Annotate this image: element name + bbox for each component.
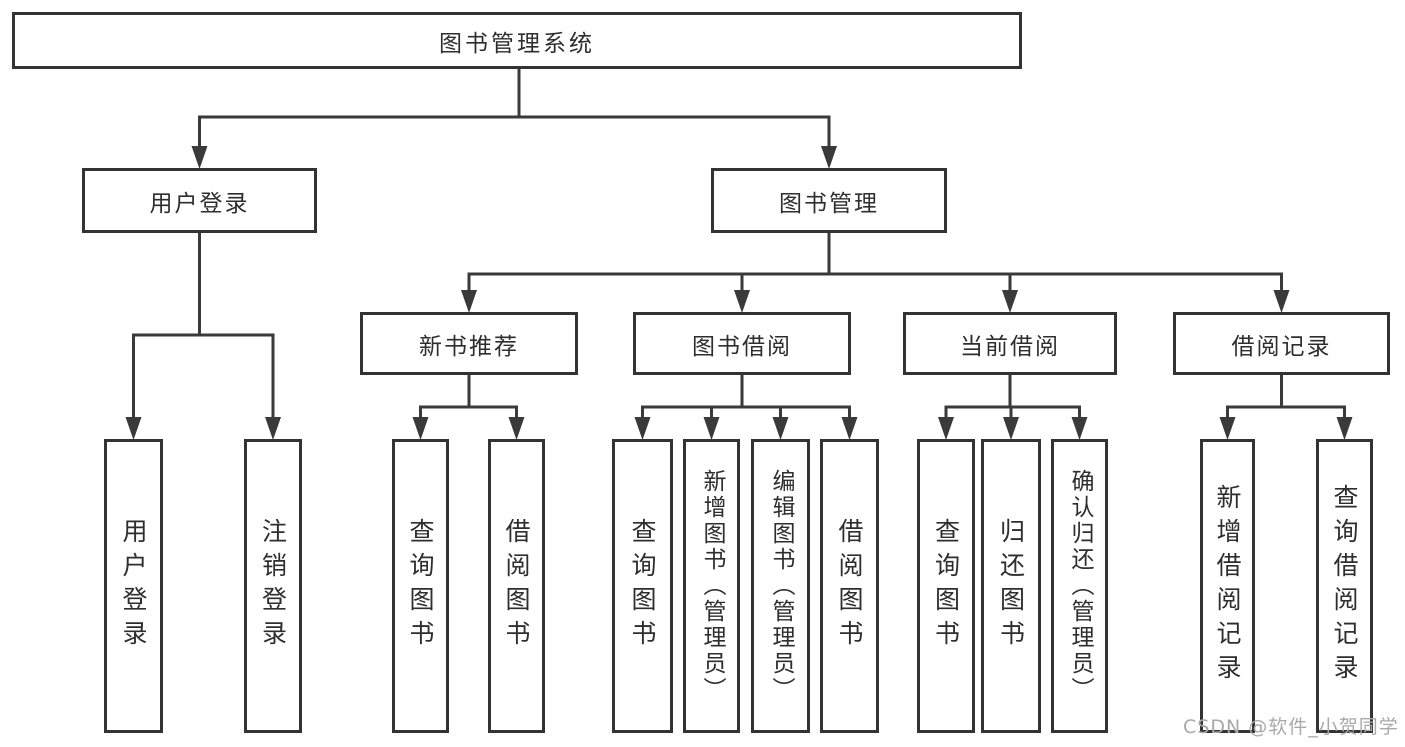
leaf-bb-edit-books-admin: 编辑图书（管理员） — [751, 439, 810, 733]
leaf-nbr-query-books: 查询图书 — [392, 439, 449, 733]
leaf-logout: 注销登录 — [244, 439, 302, 733]
watermark: CSDN @软件_小贺同学 — [1183, 716, 1399, 738]
connector-book-management-children — [461, 233, 1290, 313]
leaf-bb-add-books-admin: 新增图书（管理员） — [683, 439, 740, 733]
leaf-bb-query-books: 查询图书 — [612, 439, 673, 733]
node-book-borrowing: 图书借阅 — [633, 312, 851, 375]
leaf-cb-query-books: 查询图书 — [917, 439, 975, 733]
leaf-cb-confirm-return-admin: 确认归还（管理员） — [1051, 439, 1108, 733]
connector-borrowing-records-children — [1219, 375, 1353, 440]
connector-user-login-children — [125, 232, 281, 440]
connector-book-borrowing-children — [634, 375, 858, 440]
connector-new-book-recommend-children — [412, 375, 525, 440]
leaf-nbr-borrow-books: 借阅图书 — [488, 439, 545, 733]
leaf-bb-borrow-books: 借阅图书 — [820, 439, 879, 733]
connector-root-to-level2 — [191, 68, 837, 169]
node-borrowing-records: 借阅记录 — [1173, 312, 1390, 375]
leaf-user-login: 用户登录 — [104, 439, 163, 733]
node-book-management: 图书管理 — [711, 168, 947, 233]
connector-current-borrowing-children — [938, 375, 1088, 440]
leaf-cb-return-books: 归还图书 — [981, 439, 1041, 733]
leaf-br-query-record: 查询借阅记录 — [1316, 439, 1373, 733]
node-user-login: 用户登录 — [82, 168, 317, 233]
node-new-book-recommend: 新书推荐 — [360, 312, 578, 375]
node-root: 图书管理系统 — [12, 12, 1022, 69]
leaf-br-add-record: 新增借阅记录 — [1200, 439, 1255, 733]
node-current-borrowing: 当前借阅 — [903, 312, 1117, 375]
